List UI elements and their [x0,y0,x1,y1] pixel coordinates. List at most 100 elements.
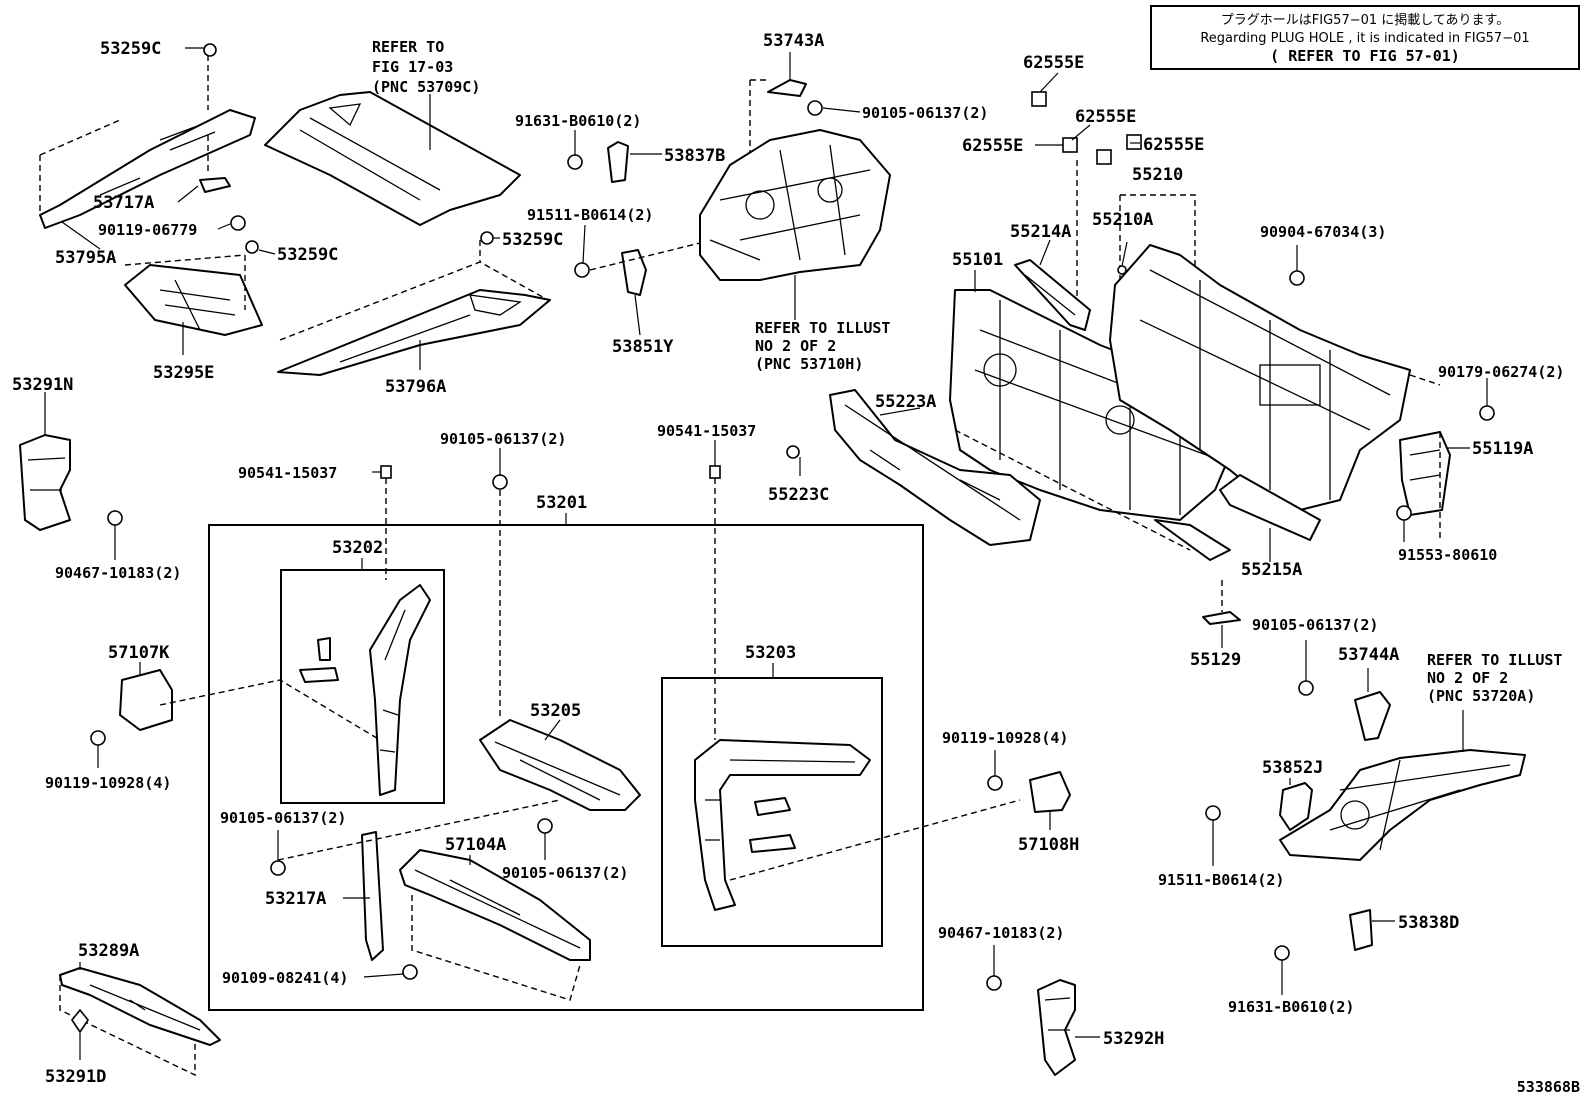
refer-53710h-line3: (PNC 53710H) [755,355,863,373]
bumper-90541-15037-right [709,465,721,479]
label-53292h: 53292H [1103,1029,1164,1049]
label-55101: 55101 [952,250,1003,270]
label-53796a: 53796A [385,377,446,397]
label-55214a: 55214A [1010,222,1071,242]
refer-53720a-line2: NO 2 OF 2 [1427,669,1508,687]
label-90109-08241: 90109-08241(4) [222,969,348,987]
support-53203 [694,739,871,911]
seal-53851y [621,249,647,296]
plug-62555e-c [1096,149,1112,165]
insulator-55223a [829,389,1041,546]
label-90119-10928-left: 90119-10928(4) [45,774,171,792]
label-62555e-b: 62555E [1075,107,1136,127]
bolt-90119-10928-left [90,730,106,746]
clip-53291d [71,1008,89,1034]
sensor-57107k [119,669,173,731]
clip-53259c-right [480,231,494,245]
label-53217a: 53217A [265,889,326,909]
refer-fig17-line3: (PNC 53709C) [372,78,480,96]
notice-box: プラグホールはFIG57−01 に掲載してあります。 Regarding PLU… [1150,5,1580,70]
bracket-55119a [1399,431,1451,516]
support-57104a [399,849,591,961]
cover-53295e [124,264,263,336]
label-55210a: 55210A [1092,210,1153,230]
label-90541-15037-left: 90541-15037 [238,464,337,482]
support-53202 [369,584,431,796]
bolt-91631-b0610-right [1274,945,1290,961]
label-53295e: 53295E [153,363,214,383]
label-53717a: 53717A [93,193,154,213]
nut-90179-06274 [1479,405,1495,421]
bracket-53852j [1279,782,1313,831]
plug-62555e-d [1126,134,1142,150]
label-90105-06137-top: 90105-06137(2) [862,104,988,122]
bracket-53743a [767,79,807,97]
refer-53710h-line1: REFER TO ILLUST [755,319,890,337]
seal-55215a [1219,474,1321,541]
label-53837b: 53837B [664,146,725,166]
label-90105-06137-mid: 90105-06137(2) [440,430,566,448]
bolt-91511-b0614-right [1205,805,1221,821]
label-90467-10183-left: 90467-10183(2) [55,564,181,582]
label-90904-67034: 90904-67034(3) [1260,223,1386,241]
bracket-53717a [199,177,231,193]
bracket-53838d [1349,909,1373,951]
label-53851y: 53851Y [612,337,674,357]
clip-90904-67034 [1289,270,1305,286]
bolt-91631-b0610-top [567,154,583,170]
label-55210: 55210 [1132,165,1183,185]
label-53852j: 53852J [1262,758,1323,778]
label-53203: 53203 [745,643,796,663]
plug-62555e-b [1062,137,1078,153]
bumper-90541-15037-left [380,465,392,479]
bracket-53837b [607,141,629,183]
label-90105-06137-right: 90105-06137(2) [1252,616,1378,634]
label-53201: 53201 [536,493,587,513]
cowl-top-panel-53709c [264,91,521,226]
clip-55223c [786,445,800,459]
label-53795a: 53795A [55,248,116,268]
sensor-57108h [1029,771,1071,813]
label-53205: 53205 [530,701,581,721]
notice-line-2: Regarding PLUG HOLE , it is indicated in… [1200,31,1529,46]
part-shapes [19,43,1526,1077]
clip-53259c-mid [245,240,259,254]
label-90119-06779: 90119-06779 [98,221,197,239]
label-91631-b0610-top: 91631-B0610(2) [515,112,641,130]
clip-53259c-top [203,43,217,57]
figure-id: 533868B [1517,1078,1580,1096]
bolt-90119-10928-right [987,775,1003,791]
label-90179-06274: 90179-06274(2) [1438,363,1564,381]
label-55129: 55129 [1190,650,1241,670]
label-91511-b0614-top: 91511-B0614(2) [527,206,653,224]
bolt-90119-06779 [230,215,246,231]
apron-assembly-53710h [699,129,891,281]
bolt-91553-80610 [1396,505,1412,521]
label-90105-06137-low: 90105-06137(2) [220,809,346,827]
pad-55129 [1202,611,1241,625]
label-55215a: 55215A [1241,560,1302,580]
label-62555e-c: 62555E [962,136,1023,156]
label-90541-15037-right: 90541-15037 [657,422,756,440]
frame-box-53203 [661,677,883,947]
label-62555e-a: 62555E [1023,53,1084,73]
refer-53720a-line1: REFER TO ILLUST [1427,651,1562,669]
leader-lines [44,47,1488,1060]
label-90119-10928-right: 90119-10928(4) [942,729,1068,747]
label-62555e-d: 62555E [1143,135,1204,155]
label-53259c-top: 53259C [100,39,161,59]
label-53838d: 53838D [1398,913,1459,933]
label-91553-80610: 91553-80610 [1398,546,1497,564]
seal-53217a [361,831,384,961]
bolt-90467-10183-left [107,510,123,526]
bolt-90105-06137-cen [537,818,553,834]
refer-53720a-line3: (PNC 53720A) [1427,687,1535,705]
label-57108h: 57108H [1018,835,1079,855]
label-53259c-right: 53259C [502,230,563,250]
support-53205 [479,719,641,811]
bolt-90105-06137-low [270,860,286,876]
bracket-53291n [19,434,71,531]
bolt-90109-08241 [402,964,418,980]
label-55223c: 55223C [768,485,829,505]
